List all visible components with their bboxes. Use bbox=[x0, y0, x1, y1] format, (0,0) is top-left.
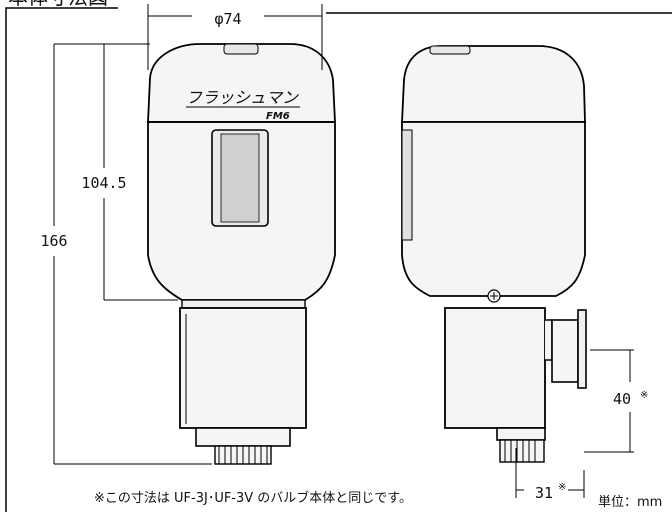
compat-note: ※この寸法は UF-3J･UF-3V のバルブ本体と同じです。 bbox=[94, 490, 412, 506]
front-dome bbox=[147, 43, 336, 123]
logo-model: FM6 bbox=[266, 111, 290, 122]
side-dome bbox=[401, 45, 586, 123]
dim-width-label: φ74 bbox=[214, 10, 241, 28]
side-outlet-pipe bbox=[551, 319, 579, 383]
header-title: 本体寸法図 bbox=[8, 0, 108, 9]
dim-total-height-label: 166 bbox=[40, 232, 67, 250]
side-thread bbox=[499, 439, 545, 463]
dim-outlet-depth-mark: ※ bbox=[558, 482, 566, 493]
unit-note: 単位：mm bbox=[598, 494, 662, 510]
side-outlet-nozzle bbox=[545, 319, 553, 361]
side-neck bbox=[444, 307, 546, 429]
side-rib bbox=[401, 129, 413, 241]
front-window bbox=[220, 133, 260, 223]
dim-outlet-depth-label: 31 bbox=[535, 484, 553, 502]
front-base bbox=[195, 427, 291, 447]
side-base bbox=[496, 427, 546, 441]
side-top-notch bbox=[429, 45, 471, 55]
dim-outlet-height-mark: ※ bbox=[640, 390, 648, 401]
front-collar bbox=[181, 299, 306, 309]
screw-icon bbox=[487, 289, 501, 303]
front-view: フラッシュマン FM6 bbox=[147, 43, 336, 465]
dim-upper-height-label: 104.5 bbox=[81, 174, 126, 192]
logo-text: フラッシュマン bbox=[186, 88, 299, 107]
front-top-notch bbox=[223, 43, 259, 55]
dim-outlet-height-label: 40 bbox=[613, 390, 631, 408]
side-view bbox=[401, 45, 587, 463]
side-body bbox=[401, 121, 586, 297]
dimension-lines bbox=[53, 4, 634, 498]
side-outlet-flange bbox=[577, 309, 587, 389]
front-thread bbox=[214, 445, 272, 465]
drawing-frame bbox=[5, 7, 672, 512]
front-neck bbox=[179, 307, 307, 429]
